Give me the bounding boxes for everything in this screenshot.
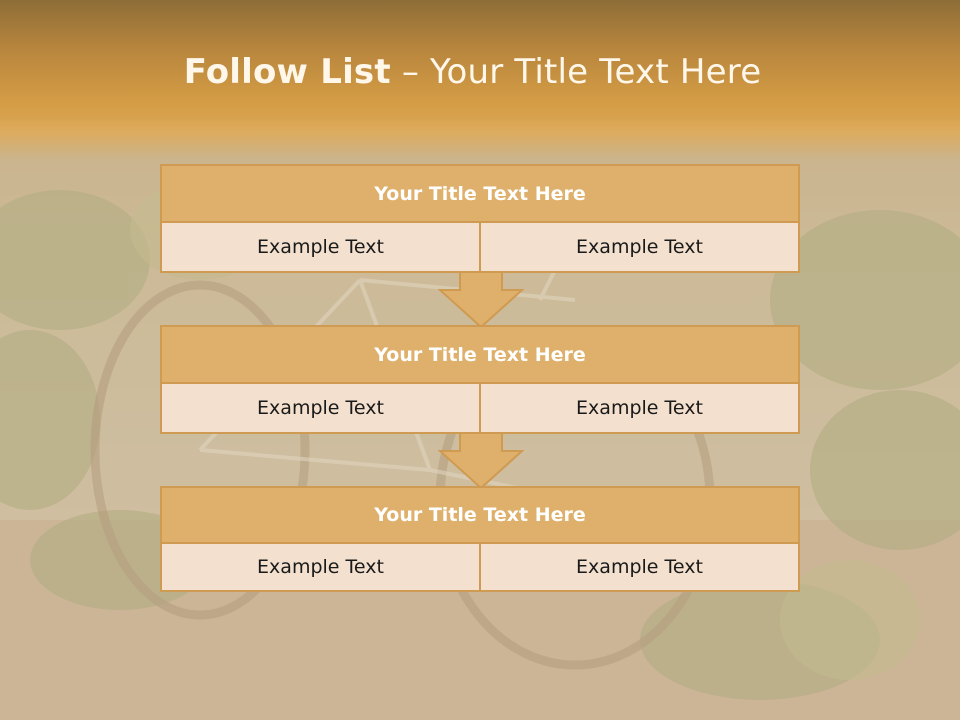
slide-title-bold: Follow List xyxy=(183,52,391,92)
down-arrow-icon xyxy=(438,270,524,328)
block-title: Your Title Text Here xyxy=(162,166,798,223)
list-block-2: Your Title Text Here Example Text Exampl… xyxy=(160,325,800,434)
header-band xyxy=(0,0,960,160)
block-cell-left: Example Text xyxy=(257,556,384,578)
block-title: Your Title Text Here xyxy=(162,327,798,384)
slide-title: Follow List – Your Title Text Here xyxy=(0,52,945,92)
slide-title-rest: – Your Title Text Here xyxy=(390,52,762,92)
block-cell-right: Example Text xyxy=(479,223,798,271)
block-cell-left: Example Text xyxy=(257,236,384,258)
block-row: Example Text Example Text xyxy=(162,384,798,432)
block-title: Your Title Text Here xyxy=(162,488,798,544)
list-block-3: Your Title Text Here Example Text Exampl… xyxy=(160,486,800,592)
block-cell-right: Example Text xyxy=(479,544,798,590)
block-row: Example Text Example Text xyxy=(162,544,798,590)
block-cell-left: Example Text xyxy=(257,397,384,419)
block-cell-right: Example Text xyxy=(479,384,798,432)
block-row: Example Text Example Text xyxy=(162,223,798,271)
list-block-1: Your Title Text Here Example Text Exampl… xyxy=(160,164,800,273)
down-arrow-icon xyxy=(438,431,524,489)
